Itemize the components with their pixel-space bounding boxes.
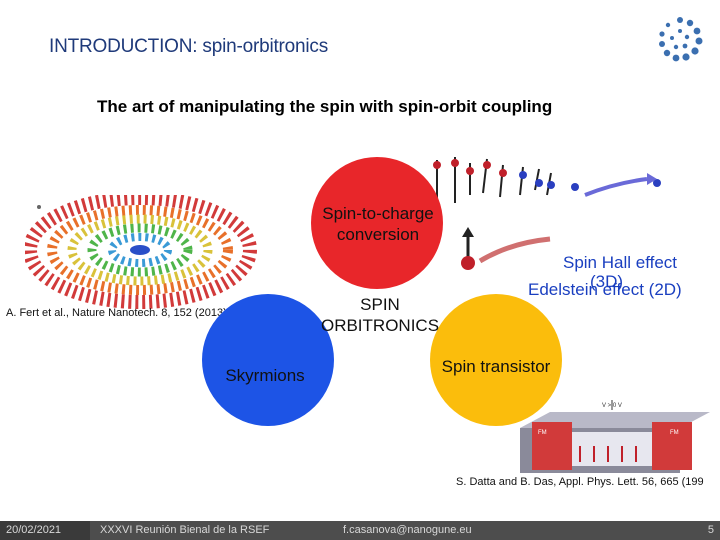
spin-transistor-device: V > 0 V FM FM: [520, 400, 710, 473]
spin-orbitronics-label: SPIN ORBITRONICS: [320, 295, 440, 335]
skyrmions-circle: [202, 294, 334, 426]
voltage-label: V > 0 V: [602, 403, 622, 409]
footer-conference: XXXVI Reunión Bienal de la RSEF: [100, 524, 270, 536]
fm-right-label: FM: [670, 430, 679, 436]
three-d-label: (3D): [590, 272, 624, 291]
datta-reference: S. Datta and B. Das, Appl. Phys. Lett. 5…: [456, 476, 704, 488]
footer-email: f.casanova@nanogune.eu: [343, 524, 472, 536]
fm-left-label: FM: [538, 430, 547, 436]
skyrmion-illustration: [25, 195, 257, 309]
logo-icon: [659, 17, 703, 62]
footer-date: 20/02/2021: [0, 521, 90, 540]
footer-page-number: 5: [707, 524, 714, 536]
spin-to-charge-label: Spin-to-charge conversion: [322, 204, 434, 244]
spin-to-charge-circle: [311, 157, 443, 289]
slide-subtitle: The art of manipulating the spin with sp…: [97, 97, 553, 116]
fert-reference: A. Fert et al., Nature Nanotech. 8, 152 …: [6, 307, 227, 319]
spin-current-illustration: [461, 227, 551, 270]
spin-transistor-circle: [430, 294, 562, 426]
footer-bar: [0, 521, 720, 540]
skyrmions-label: Skyrmions: [225, 366, 305, 385]
edelstein-label: Edelstein effect (2D): [528, 280, 682, 299]
spin-hall-label: Spin Hall effect: [562, 253, 678, 272]
spin-transistor-label: Spin transistor: [441, 357, 551, 376]
spin-arrows-illustration: [433, 157, 661, 203]
slide-title: INTRODUCTION: spin-orbitronics: [49, 36, 329, 57]
